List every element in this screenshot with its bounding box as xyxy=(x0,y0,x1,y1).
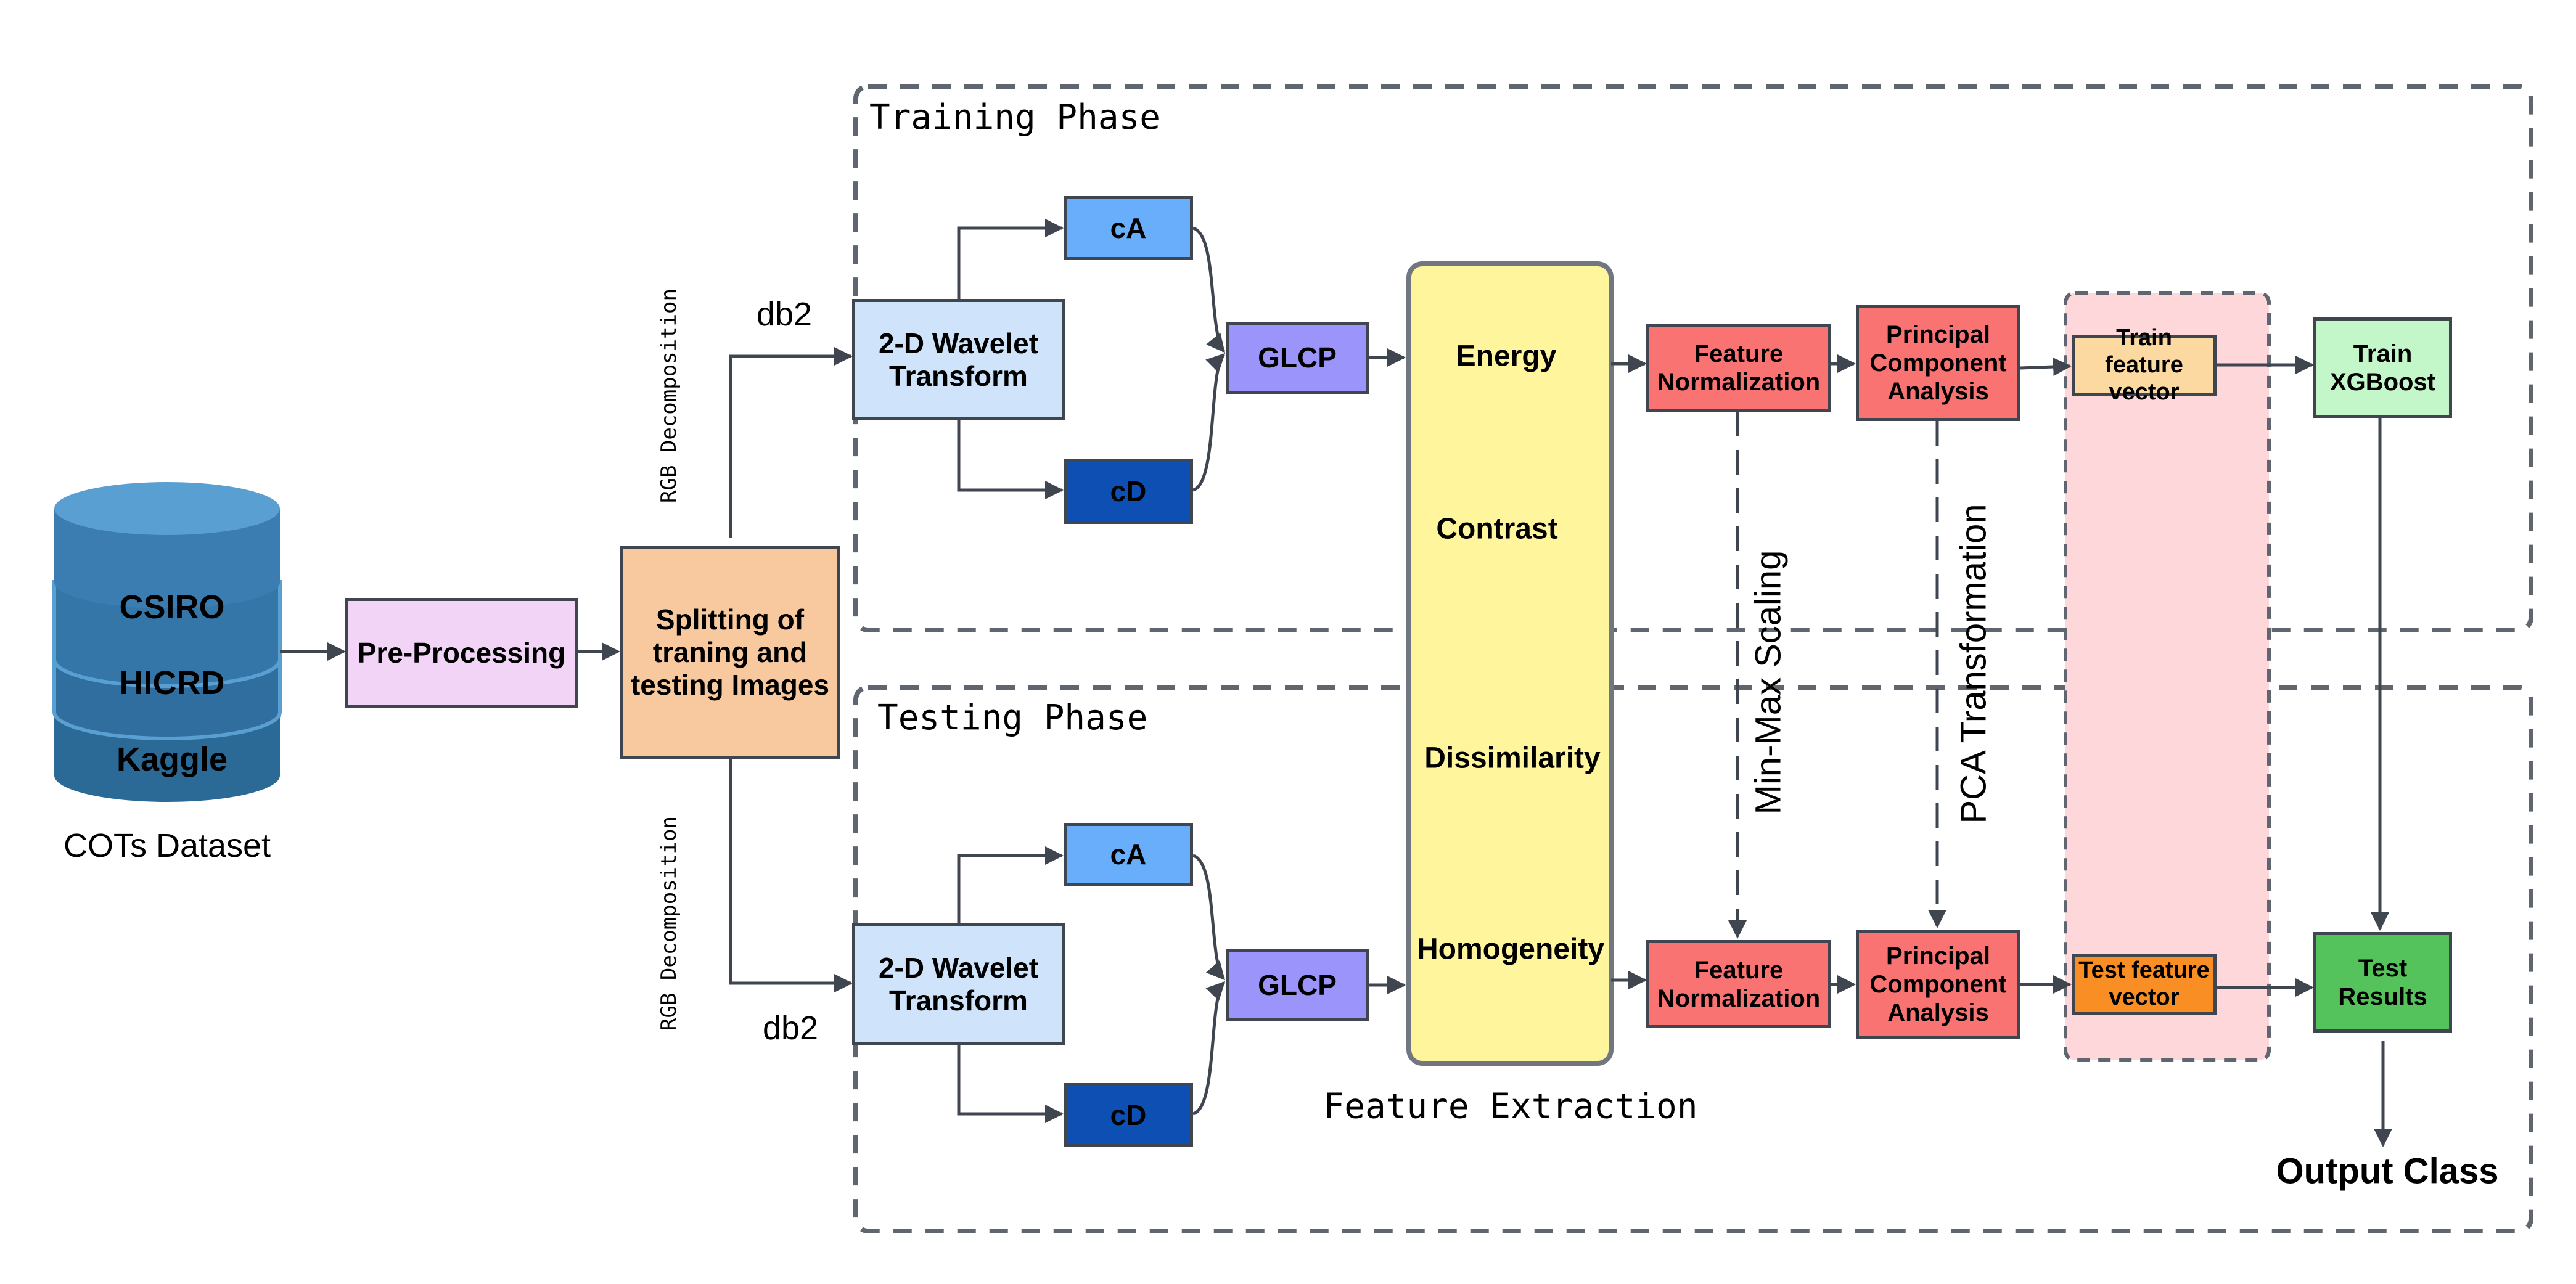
train-ca-box: cA xyxy=(1064,196,1193,260)
test-ca-box: cA xyxy=(1064,823,1193,886)
arrow-test-wavelet-ca xyxy=(957,846,1064,923)
test-wavelet-box: 2-D Wavelet Transform xyxy=(852,923,1065,1045)
test-feature-vector-box: Test feature vector xyxy=(2072,954,2217,1015)
feature-vector-band xyxy=(2064,291,2271,1062)
arrow-train-pca-vector xyxy=(2020,358,2072,377)
test-normalization-box: Feature Normalization xyxy=(1646,940,1831,1028)
arrow-train-cd-glcp xyxy=(1192,353,1226,492)
arrow-split-test xyxy=(729,759,853,992)
feature-extraction-panel xyxy=(1406,261,1614,1066)
train-feature-vector-box: Train feature vector xyxy=(2072,325,2217,405)
feature-dissimilarity: Dissimilarity xyxy=(1424,742,1601,775)
output-class-label: Output Class xyxy=(2276,1151,2499,1192)
arrow-test-wavelet-cd xyxy=(957,1045,1064,1123)
train-pca-box: Principal Component Analysis xyxy=(1856,305,2020,421)
train-cd-box: cD xyxy=(1064,459,1193,524)
minmax-scaling-label: Min-Max Scaling xyxy=(1748,550,1789,815)
feature-contrast: Contrast xyxy=(1436,512,1558,546)
rgb-decomposition-label-train: RGB Decomposition xyxy=(657,288,681,503)
testing-phase-title: Testing Phase xyxy=(877,698,1148,738)
feature-energy: Energy xyxy=(1456,340,1557,373)
test-pca-box: Principal Component Analysis xyxy=(1856,930,2020,1039)
train-normalization-box: Feature Normalization xyxy=(1646,324,1831,412)
dataset-caption: COTs Dataset xyxy=(63,827,271,864)
preprocess-box: Pre-Processing xyxy=(345,598,578,708)
split-box: Splitting of traning and testing Images xyxy=(620,546,840,759)
arrow-train-ca-glcp xyxy=(1192,226,1226,353)
test-results-box: Test Results xyxy=(2313,932,2452,1033)
train-wavelet-box: 2-D Wavelet Transform xyxy=(852,299,1065,420)
feature-homogeneity: Homogeneity xyxy=(1416,933,1605,966)
train-xgboost-box: Train XGBoost xyxy=(2313,317,2452,418)
arrow-train-wavelet-cd xyxy=(957,420,1064,499)
rgb-decomposition-label-test: RGB Decomposition xyxy=(657,816,681,1031)
arrow-train-wavelet-ca xyxy=(957,219,1064,299)
train-glcp-box: GLCP xyxy=(1226,322,1369,394)
pca-transformation-label: PCA Transformation xyxy=(1953,504,1994,824)
test-cd-box: cD xyxy=(1064,1083,1193,1147)
test-glcp-box: GLCP xyxy=(1226,949,1369,1021)
arrow-split-train xyxy=(729,347,853,538)
dataset-item-hicrd: HICRD xyxy=(119,664,225,701)
dataset-item-csiro: CSIRO xyxy=(119,589,225,626)
feature-extraction-caption: Feature Extraction xyxy=(1323,1086,1698,1127)
arrow-test-ca-glcp xyxy=(1192,854,1226,981)
dataset-item-kaggle: Kaggle xyxy=(116,741,228,778)
connectors xyxy=(280,219,2392,1147)
db2-label-test: db2 xyxy=(762,1010,819,1047)
training-phase-title: Training Phase xyxy=(869,97,1161,137)
db2-label-train: db2 xyxy=(756,296,813,333)
arrow-test-cd-glcp xyxy=(1192,981,1226,1116)
dataset-cylinder-icon xyxy=(52,482,282,802)
